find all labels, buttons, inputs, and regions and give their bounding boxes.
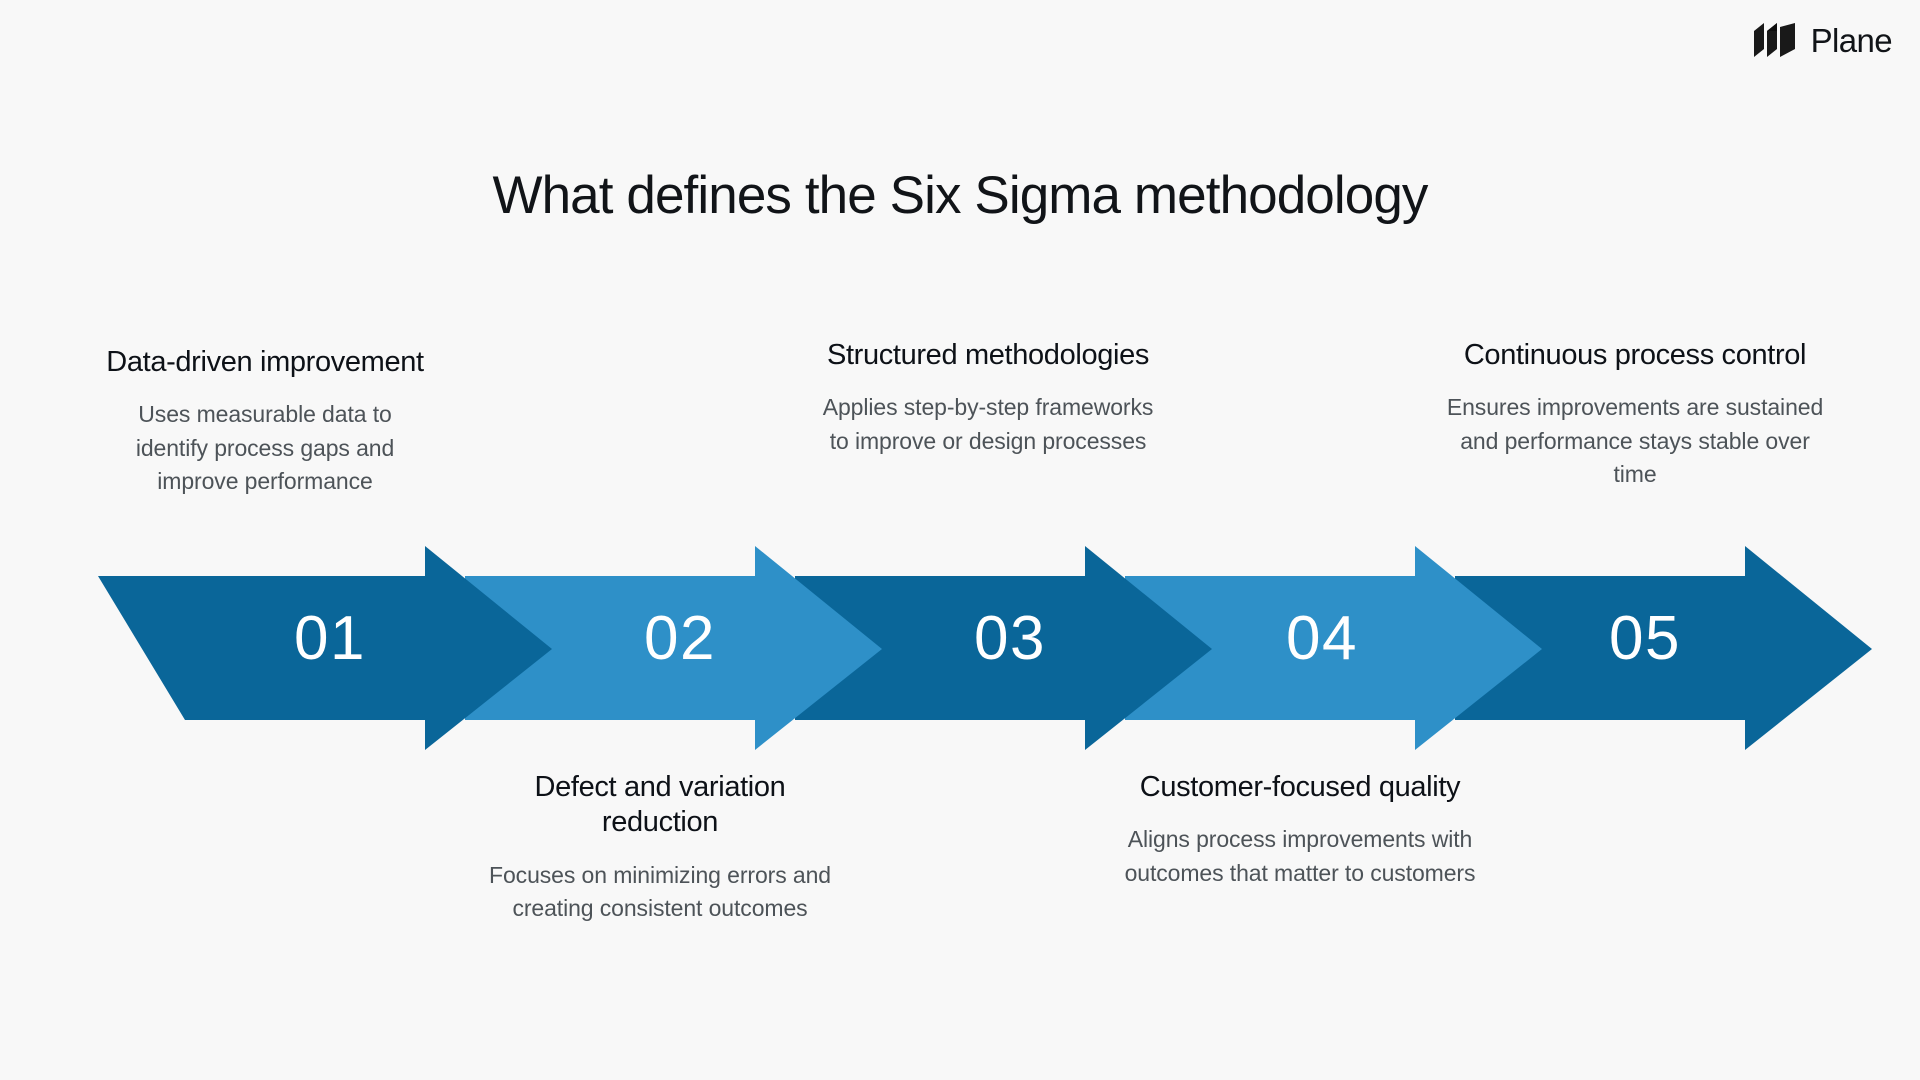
callout-title-03: Structured methodologies (826, 339, 1150, 371)
step-number-02: 02 (644, 604, 716, 673)
step-number-01: 01 (294, 604, 366, 673)
callout-desc-01: Uses measurable data to identify process… (135, 401, 395, 495)
step-number-03: 03 (974, 604, 1046, 673)
page-title: What defines the Six Sigma methodology (492, 165, 1428, 225)
step-number-05: 05 (1609, 604, 1681, 673)
plane-logo-icon (1753, 23, 1795, 57)
step-number-04: 04 (1286, 604, 1358, 673)
callout-desc-05: Ensures improvements are sustained and p… (1446, 394, 1824, 488)
callout-title-05: Continuous process control (1463, 339, 1807, 371)
callout-title-02: Defect and variation reduction (534, 771, 786, 839)
callout-desc-04: Aligns process improvements with outcome… (1124, 826, 1476, 886)
callout-step-01: Data-driven improvement Uses measurable … (100, 345, 430, 498)
callout-desc-02: Focuses on minimizing errors and creatin… (489, 861, 831, 922)
callout-title-01: Data-driven improvement (106, 346, 424, 378)
callout-desc-03: Applies step-by-step frameworks to impro… (822, 394, 1154, 454)
callout-step-05: Continuous process control Ensures impro… (1440, 338, 1830, 491)
callout-title-04: Customer-focused quality (1139, 771, 1461, 803)
brand-name: Plane (1810, 21, 1893, 59)
callout-step-03: Structured methodologies Applies step-by… (818, 338, 1158, 458)
callout-step-04: Customer-focused quality Aligns process … (1105, 770, 1495, 890)
callout-step-02: Defect and variation reduction Focuses o… (475, 770, 845, 925)
brand-logo: Plane (1753, 21, 1893, 59)
